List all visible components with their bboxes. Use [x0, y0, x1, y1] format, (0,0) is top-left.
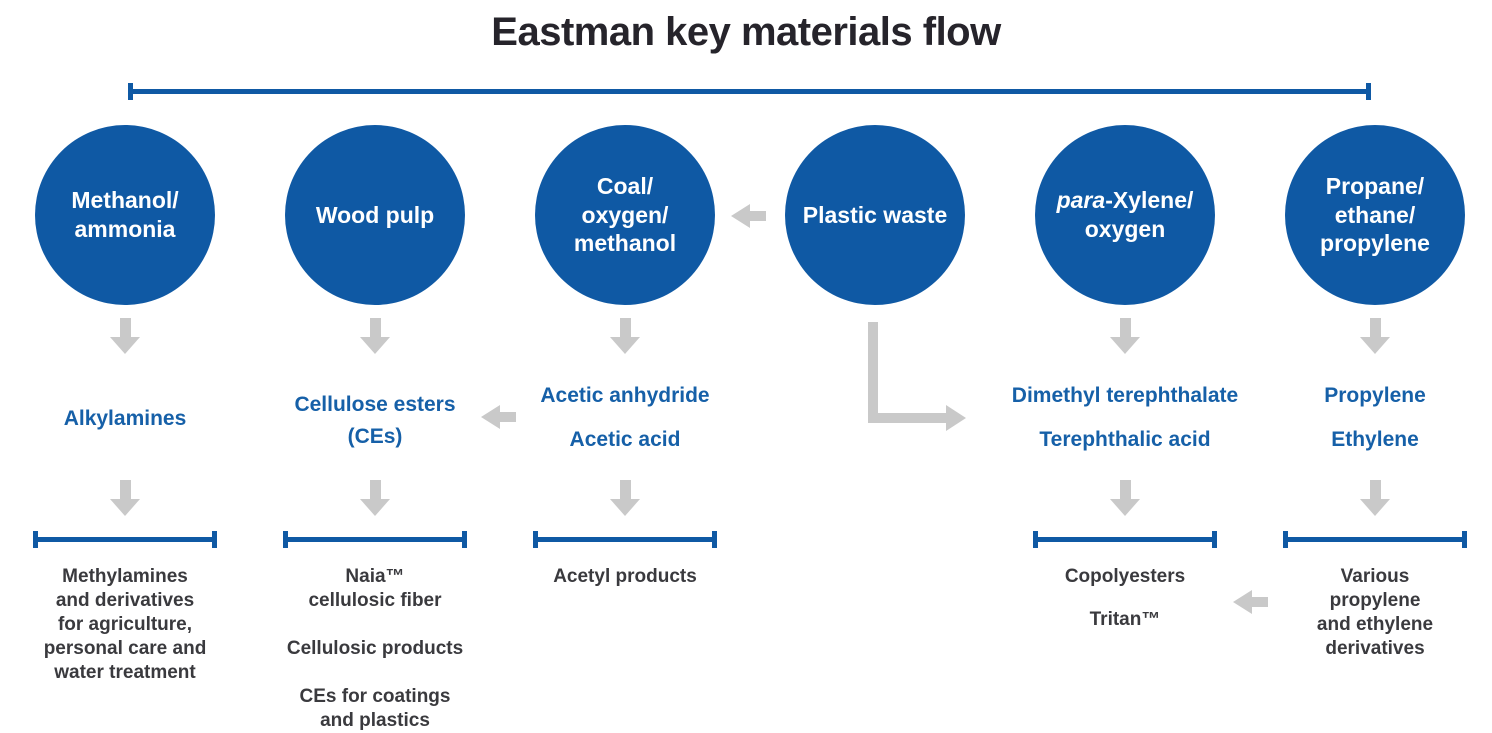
bracket-line-olefin-derivatives — [1283, 531, 1467, 548]
source-circle-plastic-waste: Plastic waste — [785, 125, 965, 305]
source-circle-propane-ethane-propylene: Propane/ ethane/ propylene — [1285, 125, 1465, 305]
arrow-down-icon-terephthalate — [1110, 480, 1140, 516]
intermediate-acetic-anhydride: Acetic anhydride — [540, 384, 710, 407]
arrow-down-icon-propane — [1360, 318, 1390, 354]
top-span-line — [128, 83, 1371, 100]
product-olefin-derivatives: Various propylene and ethylene derivativ… — [1316, 566, 1434, 659]
source-circle-para-xylene-oxygen: para-Xylene/ oxygen — [1035, 125, 1215, 305]
arrow-head — [1233, 590, 1252, 614]
arrow-down-icon-methanol — [110, 318, 140, 354]
arrow-shaft — [500, 412, 516, 422]
intermediate-cellulose-esters: Cellulose esters (CEs) — [294, 393, 456, 448]
arrow-down-icon-acetic — [610, 480, 640, 516]
source-label-methanol-ammonia: Methanol/ ammonia — [71, 187, 179, 242]
intermediate-ethylene: Ethylene — [1331, 428, 1419, 451]
source-circle-methanol-ammonia: Methanol/ ammonia — [35, 125, 215, 305]
product-methylamines: Methylamines and derivatives for agricul… — [43, 566, 207, 683]
source-label-para-xylene-oxygen: para-Xylene/ oxygen — [1057, 186, 1194, 244]
bracket-line-copolyesters — [1033, 531, 1217, 548]
arrow-down-icon-coal — [610, 318, 640, 354]
bracket-line-acetyl — [533, 531, 717, 548]
intermediate-propylene: Propylene — [1324, 384, 1426, 407]
arrow-down-icon-alkylamines — [110, 480, 140, 516]
arrow-down-icon-cellulose-esters — [360, 480, 390, 516]
arrow-left-icon-plastic-to-coal — [731, 204, 766, 228]
intermediate-dimethyl-terephthalate: Dimethyl terephthalate — [1011, 384, 1239, 407]
elbow-arrow-vertical — [868, 322, 878, 423]
intermediate-alkylamines: Alkylamines — [63, 407, 187, 430]
bracket-line-cellulosics — [283, 531, 467, 548]
arrow-shaft — [750, 211, 766, 221]
product-tritan: Tritan™ — [1089, 609, 1161, 630]
arrow-down-icon-paraxylene — [1110, 318, 1140, 354]
source-label-propane-ethane-propylene: Propane/ ethane/ propylene — [1320, 172, 1430, 257]
intermediate-acetic-acid: Acetic acid — [569, 428, 681, 451]
para-italic-text: para — [1056, 187, 1106, 214]
elbow-arrow-horizontal — [868, 413, 948, 423]
elbow-arrow-head-icon — [946, 405, 966, 431]
arrow-head — [481, 405, 500, 429]
arrow-down-icon-olefins — [1360, 480, 1390, 516]
bracket-line-methylamines — [33, 531, 217, 548]
source-circle-coal-oxygen-methanol: Coal/ oxygen/ methanol — [535, 125, 715, 305]
oxygen-text: oxygen — [1084, 216, 1166, 242]
source-label-wood-pulp: Wood pulp — [315, 201, 435, 228]
arrow-left-icon-olefins-to-tritan — [1233, 590, 1268, 614]
arrow-shaft — [1252, 597, 1268, 607]
source-label-plastic-waste: Plastic waste — [802, 201, 948, 228]
product-cellulosics: Naia™ cellulosic fiber Cellulosic produc… — [286, 566, 464, 731]
source-label-coal-oxygen-methanol: Coal/ oxygen/ methanol — [573, 172, 677, 257]
intermediate-terephthalic-acid: Terephthalic acid — [1039, 428, 1211, 451]
arrow-down-icon-woodpulp — [360, 318, 390, 354]
arrow-left-icon-acetic-to-ces — [481, 405, 516, 429]
product-copolyesters: Copolyesters — [1064, 566, 1186, 587]
product-acetyl: Acetyl products — [553, 566, 697, 587]
arrow-head — [731, 204, 750, 228]
source-circle-wood-pulp: Wood pulp — [285, 125, 465, 305]
page-title: Eastman key materials flow — [491, 10, 1001, 54]
xylene-text: -Xylene/ — [1105, 187, 1194, 214]
